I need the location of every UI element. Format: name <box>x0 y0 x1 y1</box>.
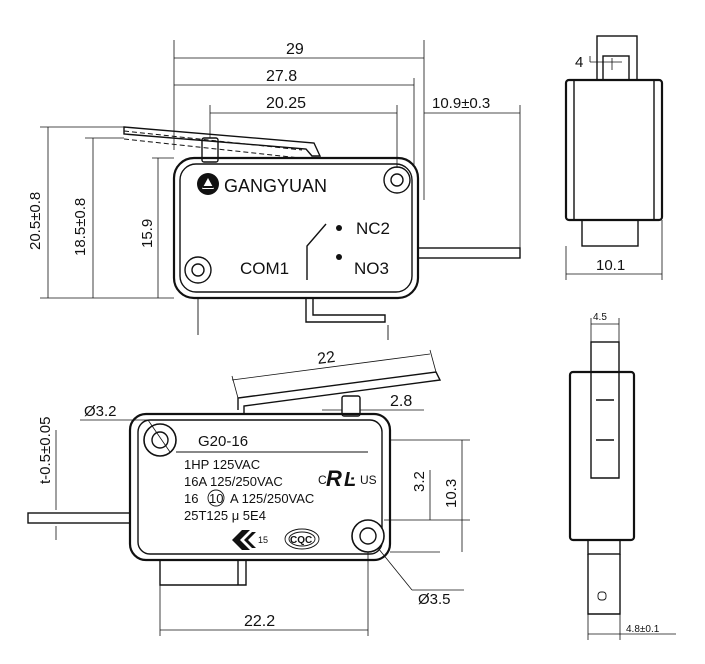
svg-text:C: C <box>318 473 327 487</box>
dim-plate-thickness: t-0.5±0.05 <box>37 417 54 484</box>
dim-hole-left: Ø3.2 <box>84 403 117 420</box>
dim-inner-length: 27.8 <box>266 68 297 85</box>
body-side-bottom <box>568 370 636 542</box>
body-side <box>564 78 664 222</box>
dim-height-total: 20.5±0.8 <box>27 192 44 250</box>
rating-line-2: 16A 125/250VAC <box>184 474 283 489</box>
plunger-side-bottom <box>590 341 620 373</box>
dim-terminal-length: 10.9±0.3 <box>432 95 490 112</box>
brand-name: GANGYUAN <box>224 176 327 196</box>
terminal-no-label: NO3 <box>354 259 389 278</box>
side-view-bottom: 4.5 4.8±0.1 <box>568 312 676 640</box>
mount-hole-left <box>143 423 177 457</box>
dim-body-height-front: 10.3 <box>443 479 460 508</box>
terminal-side <box>581 219 639 247</box>
rating-line-4: 25T125 μ 5E4 <box>184 508 266 523</box>
mount-hole-right <box>351 519 385 553</box>
terminal-bottom-front <box>159 560 247 586</box>
dim-hole-right: Ø3.5 <box>418 591 451 608</box>
side-view-top: 4 10.1 <box>564 35 664 280</box>
dim-line-22 <box>231 353 431 381</box>
switch-body <box>172 156 420 300</box>
rating-line-1: 1HP 125VAC <box>184 457 260 472</box>
dim-actuator-offset: 20.25 <box>266 95 306 112</box>
dim-thickness-top: 4 <box>575 54 583 71</box>
dim-overall-length: 29 <box>286 41 304 58</box>
rating-line-3-post: A 125/250VAC <box>230 491 314 506</box>
dim-terminal-width: 4.8±0.1 <box>626 624 660 635</box>
cqc-certification-icon: CQC <box>284 528 320 550</box>
ul-certification-icon: C R Ŀ US <box>318 466 377 491</box>
plunger-front <box>341 395 361 417</box>
lever-front <box>237 371 442 414</box>
dim-hole-offset: 3.2 <box>411 471 428 492</box>
switch-contact-symbol <box>306 223 327 280</box>
terminal-left-front <box>27 512 131 524</box>
switch-body-front <box>128 412 392 562</box>
rating-line-3-pre: 16 <box>184 491 198 506</box>
terminal-right <box>417 247 521 259</box>
dim-hole-spacing: 22.2 <box>244 613 275 630</box>
terminal-bottom <box>305 298 386 323</box>
brand-logo-icon <box>197 173 219 195</box>
enec-certification-icon: 15 <box>232 530 268 550</box>
rating-line-3-circled: 10 <box>209 491 223 506</box>
svg-text:CQC: CQC <box>290 535 312 546</box>
mount-hole-top-right <box>383 166 411 194</box>
terminal-nc-label: NC2 <box>356 219 390 238</box>
dim-lever-length: 22 <box>316 349 336 368</box>
dim-body-height: 15.9 <box>139 219 156 248</box>
lever-free-position <box>123 130 303 151</box>
top-view: GANGYUAN NC2 NO3 COM1 29 27.8 20.25 10.9… <box>27 40 521 340</box>
svg-text:US: US <box>360 473 377 487</box>
lever <box>123 126 322 157</box>
mount-hole-bottom-left <box>184 256 212 284</box>
dim-plunger-width: 2.8 <box>390 393 412 410</box>
dim-thickness-bottom: 4.5 <box>593 312 607 323</box>
svg-text:15: 15 <box>258 535 268 545</box>
dim-height-operating: 18.5±0.8 <box>72 198 89 256</box>
dim-side-width: 10.1 <box>596 257 625 274</box>
svg-text:R: R <box>326 466 342 491</box>
svg-text:Ŀ: Ŀ <box>344 469 356 491</box>
model-label: G20-16 <box>198 433 248 450</box>
front-view: G20-16 1HP 125VAC 16A 125/250VAC 16 10 A… <box>27 349 470 636</box>
terminal-side-bottom <box>587 554 621 615</box>
terminal-com-label: COM1 <box>240 259 289 278</box>
